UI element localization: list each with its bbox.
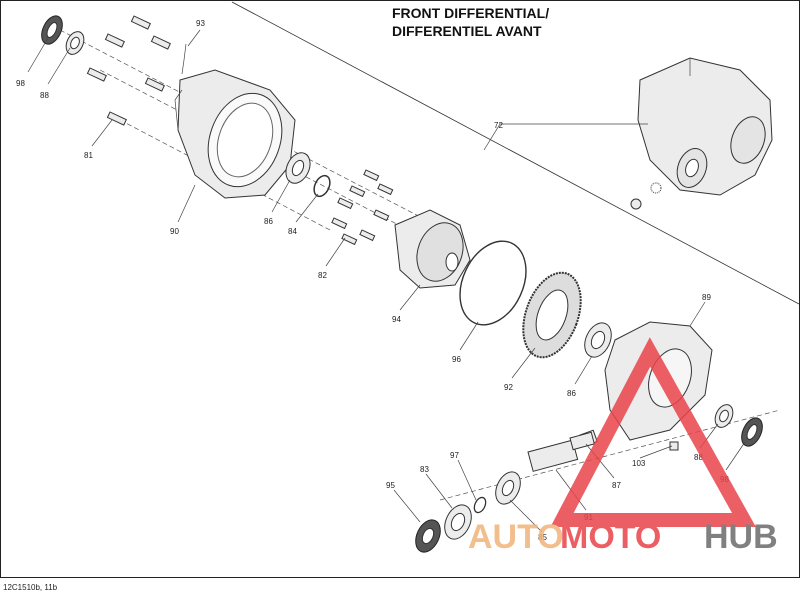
leader-96 (459, 321, 479, 351)
seal-95 (415, 519, 441, 553)
callout-96: 96 (452, 355, 461, 364)
bearing-88-lower (714, 404, 734, 428)
leader-89 (689, 301, 706, 327)
watermark-text-moto: MOTO (560, 518, 661, 556)
leader-93 (187, 29, 201, 47)
leader-82 (325, 237, 346, 267)
callout-88b: 88 (694, 453, 703, 462)
leader-86b (574, 355, 593, 385)
bolt-washer-near-72 (630, 182, 662, 210)
title-line-1: FRONT DIFFERENTIAL/ (392, 5, 550, 21)
callout-103: 103 (632, 459, 646, 468)
watermark-triangle (550, 337, 756, 527)
bearing-86-upper (285, 152, 311, 184)
callout-92: 92 (504, 383, 513, 392)
callout-81: 81 (84, 151, 93, 160)
leader-86a (271, 179, 291, 213)
callout-88a: 88 (40, 91, 49, 100)
seal-98-lower (741, 417, 763, 447)
callout-89: 89 (702, 293, 711, 302)
plug-103 (669, 441, 679, 451)
callout-86a: 86 (264, 217, 273, 226)
housing-90 (174, 69, 296, 199)
leader-92 (511, 347, 536, 379)
bolt-group-upper (86, 15, 171, 126)
callout-85: 85 (538, 533, 547, 542)
callout-98a: 98 (16, 79, 25, 88)
callout-97: 97 (450, 451, 459, 460)
leader-94 (399, 284, 421, 311)
leader-81 (91, 119, 113, 147)
watermark-text-hub: HUB (704, 518, 778, 556)
leader-98b (725, 441, 746, 471)
bearing-86-lower (584, 322, 612, 358)
callout-86b: 86 (567, 389, 576, 398)
watermark-text-auto: AUTO (468, 518, 564, 556)
leader-84 (295, 193, 319, 223)
seal-98-upper (41, 15, 63, 45)
callout-94: 94 (392, 315, 401, 324)
o-ring-96 (459, 240, 527, 326)
leader-95 (393, 489, 421, 523)
leader-83 (425, 473, 453, 509)
pinion-shaft-91 (527, 431, 595, 472)
nut-83 (444, 504, 472, 540)
ring-gear-92 (522, 271, 582, 359)
callout-93: 93 (196, 19, 205, 28)
leader-103 (639, 445, 673, 459)
callout-82: 82 (318, 271, 327, 280)
leader-90 (177, 184, 196, 223)
leader-88a (47, 47, 71, 85)
callout-84: 84 (288, 227, 297, 236)
callout-90: 90 (170, 227, 179, 236)
explode-axis-pinion (439, 409, 781, 501)
callout-83: 83 (420, 465, 429, 474)
assembly-divider-line (231, 1, 800, 305)
watermark-logo: AUTO MOTO HUB (468, 337, 778, 556)
callout-87: 87 (612, 481, 621, 490)
leader-85 (509, 499, 543, 533)
drawing-code: 12C1510b, 11b (3, 583, 58, 592)
bearing-88-upper (65, 31, 85, 55)
title-line-2: DIFFERENTIEL AVANT (392, 23, 542, 39)
bolt-group-82 (331, 169, 394, 246)
callout-95: 95 (386, 481, 395, 490)
callout-72: 72 (494, 121, 503, 130)
leader-98a (27, 37, 49, 73)
leader-72-down (483, 123, 501, 151)
ring-84 (313, 174, 331, 198)
ring-97 (473, 496, 487, 514)
vent-tube-93 (181, 43, 187, 75)
diagram-title: FRONT DIFFERENTIAL/ DIFFERENTIEL AVANT (392, 4, 549, 40)
leader-97 (457, 459, 477, 501)
assembled-differential-72 (637, 57, 773, 196)
differential-carrier-94 (394, 209, 471, 289)
bearing-85 (495, 471, 521, 505)
